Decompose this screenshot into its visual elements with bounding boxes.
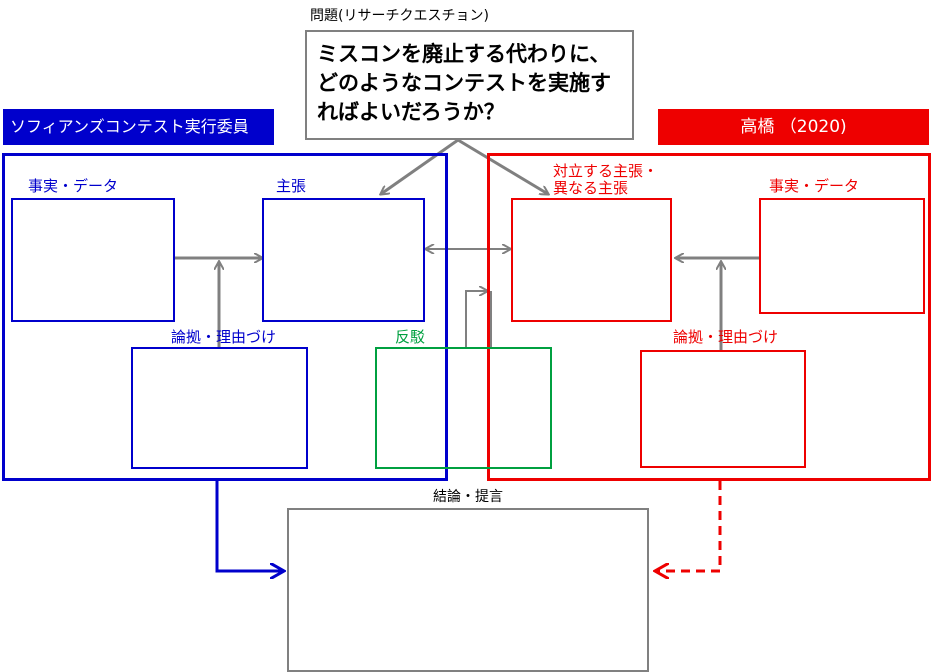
left-title-bar: [3, 109, 274, 145]
right-reasoning-box: [640, 350, 806, 468]
arrow-question-to-counter-claim: [457, 138, 548, 194]
conclusion-label: 結論・提言: [433, 489, 503, 505]
rebuttal-box: [375, 347, 552, 469]
right-counter-claim-box: [511, 198, 672, 322]
right-counter-claim-label-1: 対立する主張・: [553, 162, 659, 180]
arrow-right-to-conclusion: [656, 481, 722, 571]
rebuttal-label: 反駁: [395, 328, 426, 346]
right-title-bar: [658, 109, 929, 145]
left-facts-label: 事実・データ: [28, 177, 119, 195]
arrow-rebuttal-to-counter-claim: [465, 291, 487, 348]
left-title: ソフィアンズコンテスト実行委員: [10, 117, 249, 136]
right-title: 高橋 （2020): [740, 117, 847, 137]
left-reasoning-label: 論拠・理由づけ: [171, 328, 277, 346]
question-box: [305, 30, 634, 140]
right-reasoning-label: 論拠・理由づけ: [673, 328, 779, 346]
arrow-left-to-conclusion: [215, 481, 283, 571]
left-facts-box: [11, 198, 175, 322]
right-frame: [487, 153, 931, 481]
left-reasoning-box: [131, 347, 308, 469]
right-counter-claim-label-2: 異なる主張: [553, 179, 629, 197]
left-claim-label: 主張: [276, 177, 307, 195]
question-text: ミスコンを廃止する代わりに、どのようなコンテストを実施すればよいだろうか？: [317, 42, 611, 124]
right-facts-label: 事実・データ: [769, 177, 860, 195]
right-facts-box: [759, 198, 925, 314]
arrow-question-to-claim: [381, 138, 459, 194]
question-label: 問題(リサーチクエスチョン): [310, 8, 489, 24]
left-claim-box: [262, 198, 425, 322]
left-frame: [2, 153, 448, 481]
conclusion-box: [287, 508, 649, 672]
